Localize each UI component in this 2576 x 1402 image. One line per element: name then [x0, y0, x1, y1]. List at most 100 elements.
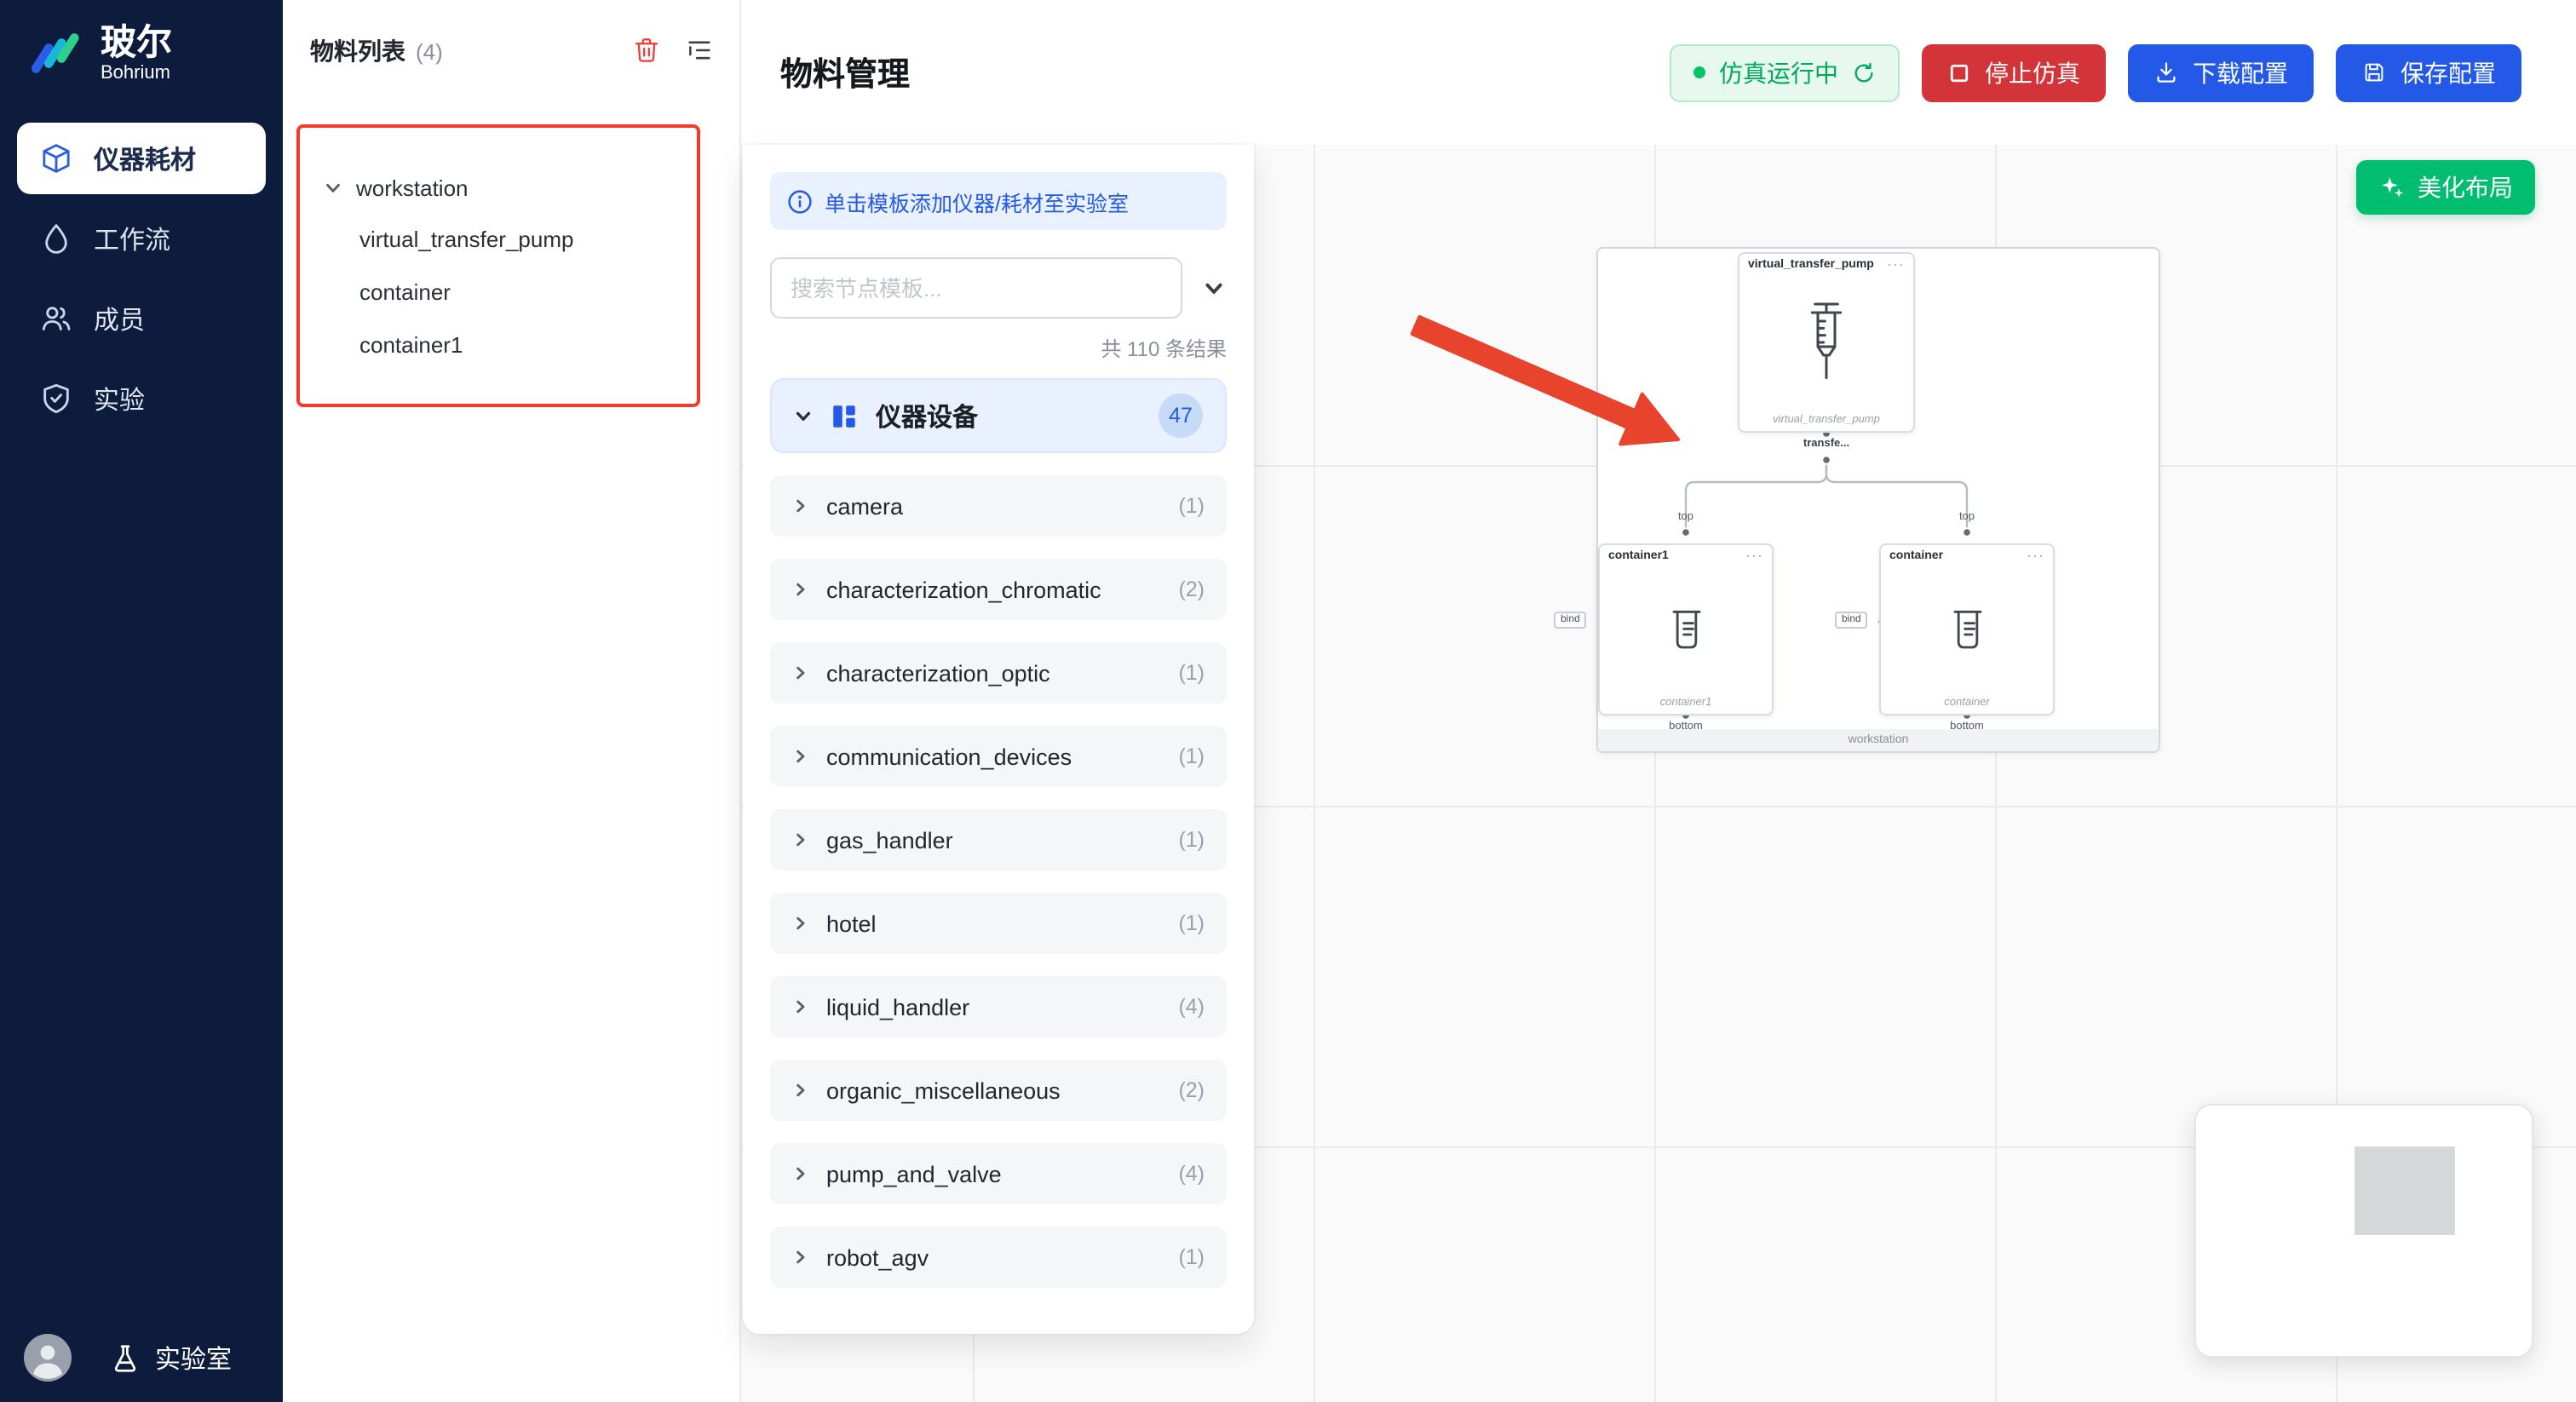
- flask-icon: [109, 1342, 141, 1374]
- beautify-layout-button[interactable]: 美化布局: [2356, 160, 2535, 215]
- template-item-count: (1): [1178, 911, 1205, 935]
- simulation-status-badge[interactable]: 仿真运行中: [1670, 43, 1900, 101]
- node-menu-icon[interactable]: ···: [2027, 547, 2044, 564]
- sidebar-item-experiments[interactable]: 实验: [17, 363, 266, 434]
- shield-icon: [39, 382, 73, 416]
- node-container[interactable]: container ··· container: [1879, 543, 2055, 715]
- chevron-down-icon: [794, 406, 813, 425]
- template-item-characterization-optic[interactable]: characterization_optic (1): [770, 642, 1227, 704]
- sidebar-item-members[interactable]: 成员: [17, 283, 266, 354]
- template-item-gas-handler[interactable]: gas_handler (1): [770, 809, 1227, 871]
- bind-port-chip: bind: [1554, 612, 1587, 629]
- template-item-label: characterization_chromatic: [826, 577, 1101, 602]
- brand-logo: 玻尔 Bohrium: [0, 0, 283, 102]
- save-config-button[interactable]: 保存配置: [2336, 43, 2521, 101]
- template-item-count: (4): [1178, 995, 1205, 1019]
- workstation-group-node[interactable]: virtual_transfer_pump ··· virtual_transf…: [1554, 247, 2160, 753]
- annotation-highlight-box: workstation virtual_transfer_pump contai…: [296, 124, 700, 407]
- info-banner: 单击模板添加仪器/耗材至实验室: [770, 172, 1227, 230]
- node-footer-label: container1: [1659, 697, 1712, 709]
- node-virtual-transfer-pump[interactable]: virtual_transfer_pump ··· virtual_transf…: [1738, 252, 1915, 433]
- tree-node-virtual-transfer-pump[interactable]: virtual_transfer_pump: [300, 213, 697, 266]
- tree-view-icon[interactable]: [685, 36, 716, 66]
- template-item-count: (2): [1178, 1078, 1205, 1102]
- port-label-top: top: [1677, 511, 1694, 523]
- download-config-button[interactable]: 下载配置: [2128, 43, 2314, 101]
- sidebar-item-workflow[interactable]: 工作流: [17, 203, 266, 274]
- template-item-robot-agv[interactable]: robot_agv (1): [770, 1227, 1227, 1288]
- chevron-right-icon: [792, 1165, 809, 1182]
- save-icon: [2361, 60, 2387, 85]
- sidebar-item-label: 实验: [94, 386, 146, 415]
- search-row: [770, 257, 1227, 319]
- sidebar-nav: 仪器耗材 工作流 成员: [0, 123, 283, 434]
- template-item-characterization-chromatic[interactable]: characterization_chromatic (2): [770, 559, 1227, 620]
- chevron-right-icon: [792, 748, 809, 765]
- people-icon: [39, 302, 73, 336]
- collapse-chevron-icon[interactable]: [1199, 277, 1227, 299]
- lab-switcher[interactable]: 实验室: [109, 1340, 232, 1376]
- section-instruments[interactable]: 仪器设备 47: [770, 378, 1227, 453]
- chevron-right-icon: [792, 1249, 809, 1266]
- layout-grid-icon: [830, 401, 859, 430]
- tree-node-workstation[interactable]: workstation: [300, 162, 697, 213]
- template-item-camera[interactable]: camera (1): [770, 475, 1227, 537]
- bohrium-logo-icon: [24, 24, 85, 85]
- user-avatar[interactable]: [24, 1334, 72, 1382]
- template-item-hotel[interactable]: hotel (1): [770, 893, 1227, 954]
- tree-node-container1[interactable]: container1: [300, 319, 697, 371]
- sidebar: 玻尔 Bohrium 仪器耗材 工作流: [0, 0, 283, 1402]
- sidebar-item-label: 仪器耗材: [94, 146, 197, 175]
- template-item-count: (1): [1178, 1245, 1205, 1269]
- sparkle-icon: [2378, 174, 2406, 201]
- template-item-liquid-handler[interactable]: liquid_handler (4): [770, 976, 1227, 1037]
- download-icon: [2153, 60, 2179, 85]
- stop-simulation-button[interactable]: 停止仿真: [1922, 43, 2106, 101]
- header-actions: 仿真运行中 停止仿真: [1670, 43, 2521, 101]
- node-title: container: [1889, 550, 1944, 562]
- search-input[interactable]: [770, 257, 1182, 319]
- section-label: 仪器设备: [876, 403, 979, 432]
- chevron-right-icon: [792, 915, 809, 932]
- page-title: 物料管理: [780, 58, 911, 94]
- stop-icon: [1947, 60, 1971, 84]
- template-item-count: (1): [1178, 828, 1205, 852]
- info-banner-text: 单击模板添加仪器/耗材至实验室: [825, 192, 1129, 215]
- template-item-label: hotel: [826, 911, 877, 936]
- lab-label: 实验室: [155, 1345, 233, 1374]
- node-menu-icon[interactable]: ···: [1745, 547, 1763, 564]
- bind-port-chip: bind: [1835, 612, 1868, 629]
- tree-node-container[interactable]: container: [300, 266, 697, 319]
- tree-node-label: container1: [359, 332, 463, 358]
- sidebar-footer: 实验室: [0, 1334, 283, 1382]
- chevron-right-icon: [792, 581, 809, 598]
- template-panel: 单击模板添加仪器/耗材至实验室 共 110 条结果 仪器设备 47: [743, 145, 1254, 1334]
- template-item-organic-miscellaneous[interactable]: organic_miscellaneous (2): [770, 1060, 1227, 1121]
- sidebar-item-instruments[interactable]: 仪器耗材: [17, 123, 266, 194]
- template-item-label: pump_and_valve: [826, 1161, 1002, 1187]
- trash-icon[interactable]: [632, 36, 663, 66]
- brand-subtitle: Bohrium: [101, 63, 170, 84]
- sidebar-item-label: 工作流: [94, 226, 171, 255]
- status-dot-icon: [1693, 66, 1705, 78]
- template-item-label: characterization_optic: [826, 660, 1050, 686]
- chevron-right-icon: [792, 1082, 809, 1099]
- chevron-right-icon: [792, 664, 809, 681]
- refresh-icon[interactable]: [1852, 60, 1876, 84]
- template-item-communication-devices[interactable]: communication_devices (1): [770, 726, 1227, 787]
- template-item-count: (2): [1178, 577, 1205, 601]
- node-menu-icon[interactable]: ···: [1887, 256, 1905, 273]
- template-item-label: communication_devices: [826, 744, 1072, 769]
- materials-panel: 物料列表 (4): [283, 0, 741, 1402]
- template-item-count: (1): [1178, 494, 1205, 518]
- edge-label: transfe...: [1803, 438, 1850, 450]
- template-item-pump-and-valve[interactable]: pump_and_valve (4): [770, 1143, 1227, 1204]
- minimap[interactable]: [2194, 1104, 2533, 1358]
- minimap-viewport: [2355, 1146, 2455, 1235]
- tree-node-label: container: [359, 279, 451, 305]
- materials-panel-header: 物料列表 (4): [283, 0, 739, 68]
- node-footer-label: virtual_transfer_pump: [1773, 414, 1880, 426]
- node-container1[interactable]: container1 ··· container1: [1598, 543, 1774, 715]
- materials-list-title: 物料列表: [310, 37, 405, 65]
- stop-button-label: 停止仿真: [1985, 59, 2080, 86]
